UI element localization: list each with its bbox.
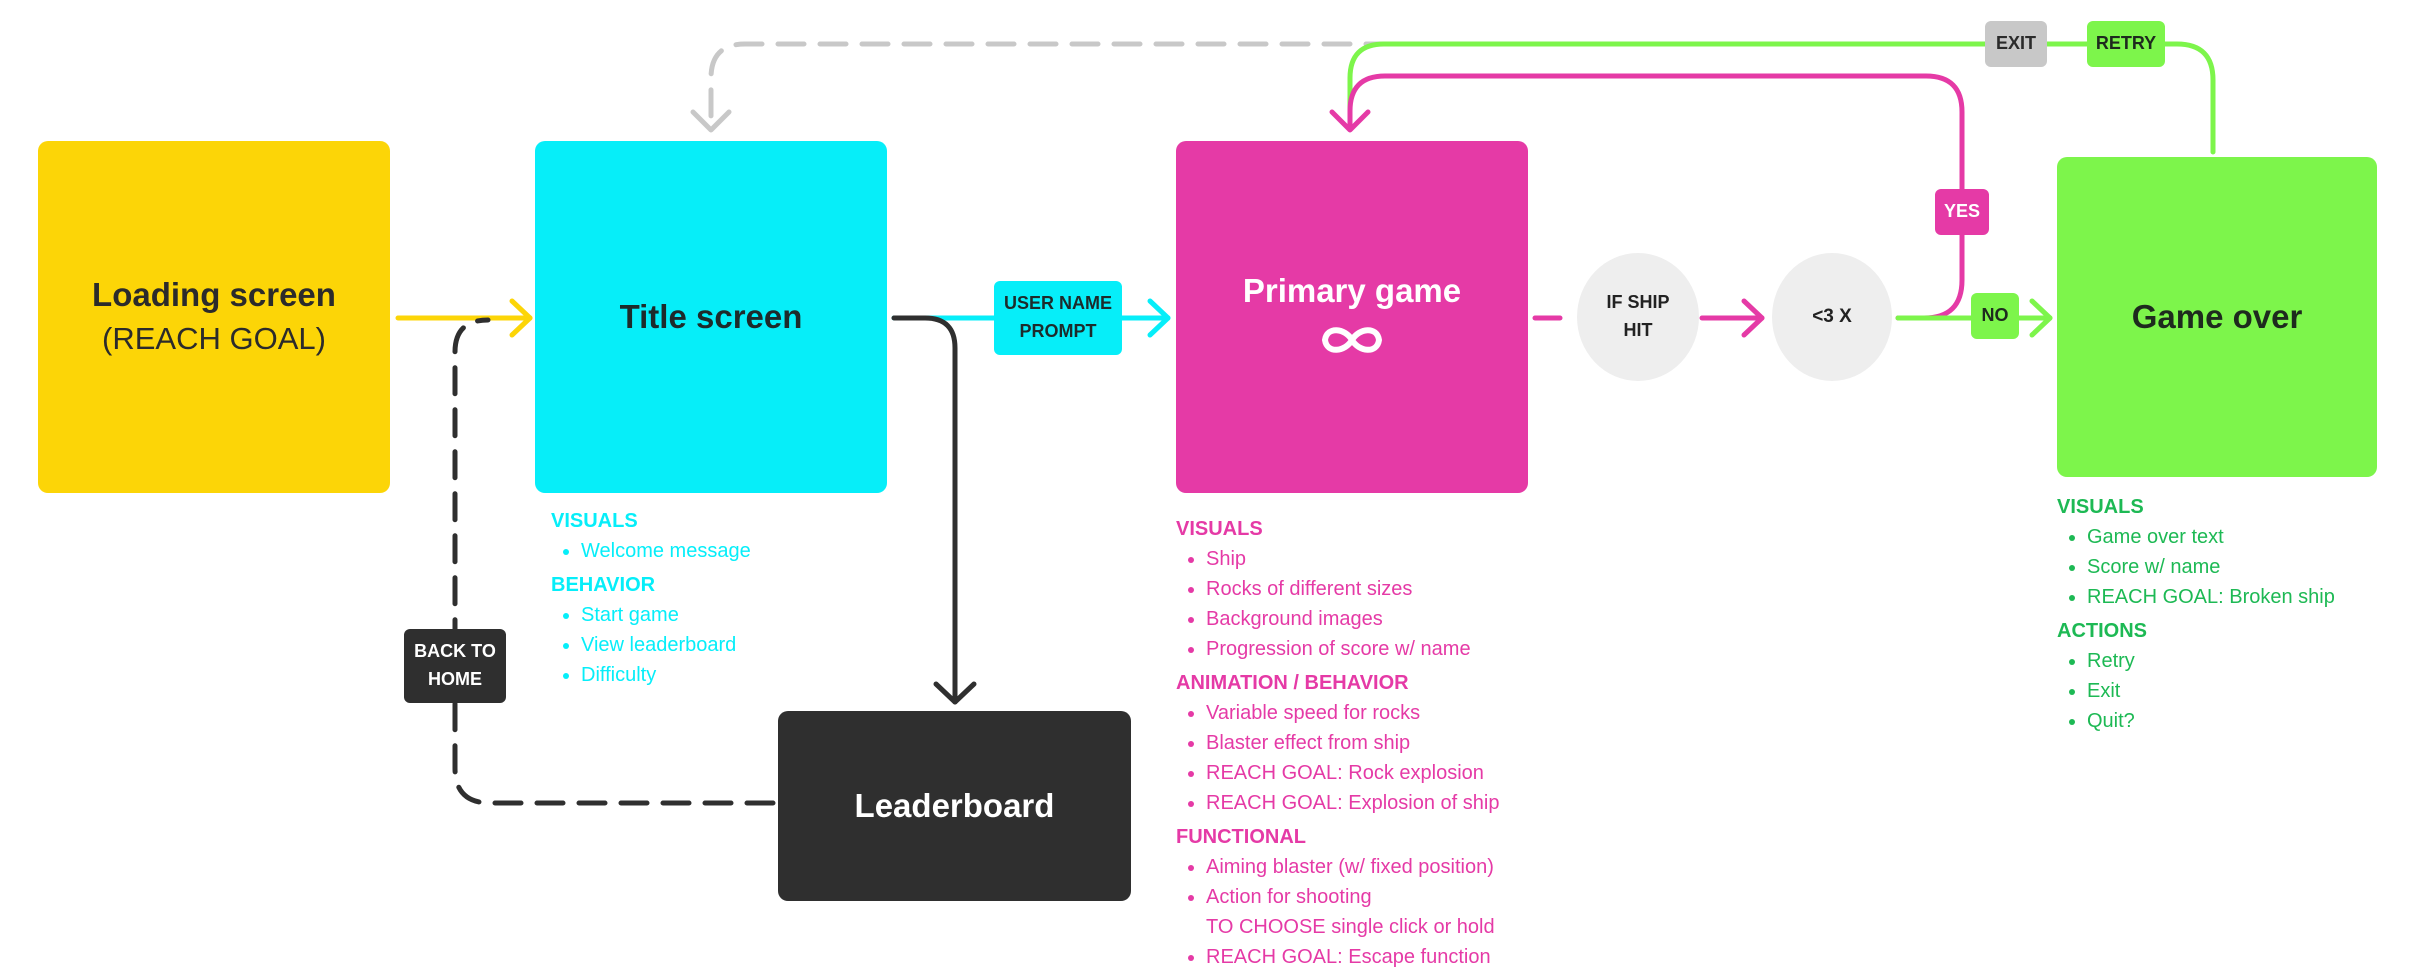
game-over-title: Game over xyxy=(2131,298,2303,336)
primary-game-box: Primary game xyxy=(1176,141,1528,493)
user-name-prompt-label: USER NAME PROMPT xyxy=(994,281,1122,355)
connector-retry-to-primary xyxy=(1347,41,2216,155)
arrowhead-primary-loop xyxy=(1329,109,1371,133)
list-item: REACH GOAL: Explosion of ship xyxy=(1206,788,1499,818)
list-item: View leaderboard xyxy=(581,630,751,660)
arrowhead-title-screen xyxy=(509,298,533,338)
list-item: Blaster effect from ship xyxy=(1206,728,1499,758)
title-screen-box: Title screen xyxy=(535,141,887,493)
arrowhead-exit-title xyxy=(690,109,732,133)
list-item: Ship xyxy=(1206,544,1499,574)
list-item: Difficulty xyxy=(581,660,751,690)
notes-heading: VISUALS xyxy=(1176,518,1263,540)
loading-screen-title: Loading screen xyxy=(92,276,336,314)
list-item: REACH GOAL: Broken ship xyxy=(2087,582,2335,612)
list-item: Progression of score w/ name xyxy=(1206,634,1499,664)
notes-heading: ANIMATION / BEHAVIOR xyxy=(1176,672,1409,694)
list-item: Score w/ name xyxy=(2087,552,2335,582)
game-over-box: Game over xyxy=(2057,157,2377,477)
list-item: Retry xyxy=(2087,646,2335,676)
notes-heading: ACTIONS xyxy=(2057,620,2147,642)
back-to-home-label: BACK TO HOME xyxy=(404,629,506,703)
loading-screen-box: Loading screen (REACH GOAL) xyxy=(38,141,390,493)
title-screen-notes: VISUALS Welcome message BEHAVIOR Start g… xyxy=(551,508,751,696)
list-item: Quit? xyxy=(2087,706,2335,736)
list-item: Variable speed for rocks xyxy=(1206,698,1499,728)
list-item: REACH GOAL: Rock explosion xyxy=(1206,758,1499,788)
lives-check-node: <3 X xyxy=(1772,253,1892,381)
list-item: Rocks of different sizes xyxy=(1206,574,1499,604)
connector-exit-to-title xyxy=(708,41,1983,131)
arrowhead-primary xyxy=(1147,298,1171,338)
game-over-notes: VISUALS Game over text Score w/ name REA… xyxy=(2057,494,2335,742)
list-item: Action for shooting TO CHOOSE single cli… xyxy=(1206,882,1499,942)
list-item: Welcome message xyxy=(581,536,751,566)
arrowhead-lives xyxy=(1741,298,1765,338)
list-item: Aiming blaster (w/ fixed position) xyxy=(1206,852,1499,882)
primary-game-notes: VISUALS Ship Rocks of different sizes Ba… xyxy=(1176,516,1499,978)
exit-label: EXIT xyxy=(1985,21,2047,67)
title-screen-title: Title screen xyxy=(619,298,803,336)
no-label: NO xyxy=(1971,293,2019,339)
infinity-icon xyxy=(1319,322,1385,363)
loading-screen-subtitle: (REACH GOAL) xyxy=(102,320,326,356)
leaderboard-box: Leaderboard xyxy=(778,711,1131,901)
list-item: Background images xyxy=(1206,604,1499,634)
notes-heading: FUNCTIONAL xyxy=(1176,826,1306,848)
list-item: Game over text xyxy=(2087,522,2335,552)
notes-heading: VISUALS xyxy=(2057,496,2144,518)
connector-yes-to-primary xyxy=(1347,73,1965,321)
yes-label: YES xyxy=(1935,189,1989,235)
connector-leaderboard-to-title xyxy=(452,317,776,806)
arrowhead-leaderboard xyxy=(933,681,977,705)
notes-heading: VISUALS xyxy=(551,510,638,532)
notes-heading: BEHAVIOR xyxy=(551,574,656,596)
list-item: REACH GOAL: Escape function xyxy=(1206,942,1499,972)
primary-game-title: Primary game xyxy=(1242,271,1462,309)
retry-label: RETRY xyxy=(2087,21,2165,67)
arrowhead-game-over xyxy=(2029,298,2053,338)
connector-title-to-leaderboard xyxy=(891,315,958,705)
leaderboard-title: Leaderboard xyxy=(854,787,1055,825)
list-item: Start game xyxy=(581,600,751,630)
if-ship-hit-node: IF SHIP HIT xyxy=(1577,253,1699,381)
list-item: Exit xyxy=(2087,676,2335,706)
